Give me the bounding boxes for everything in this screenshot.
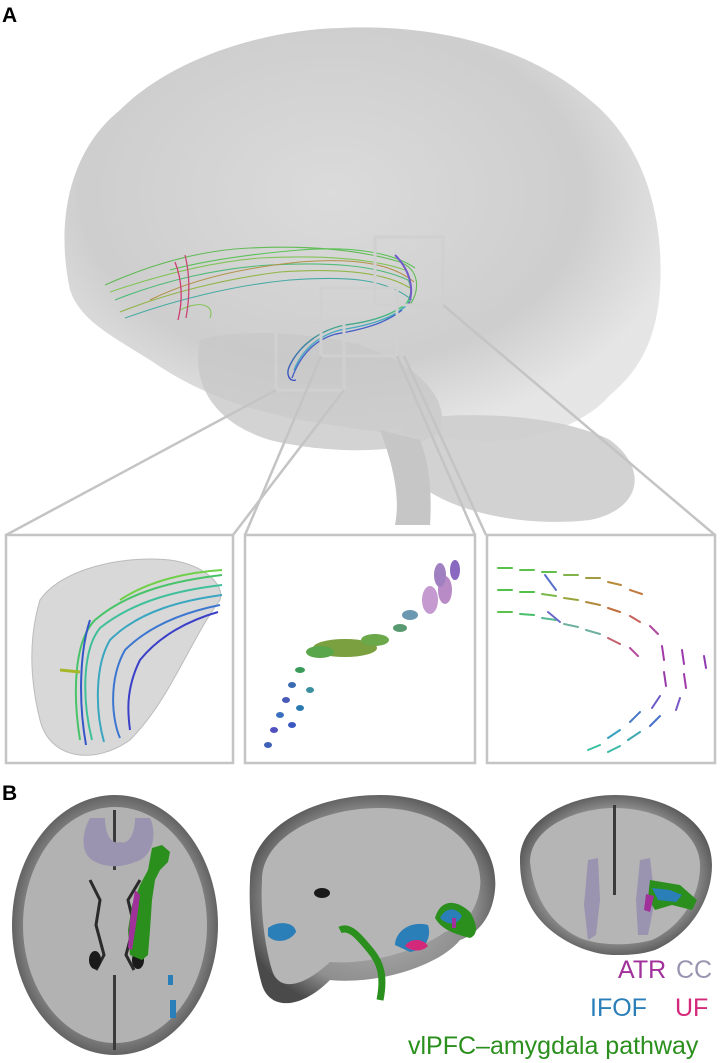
inset-middle [243,533,477,765]
ifof-region [170,1000,176,1018]
vector-glyphs [497,567,707,753]
mri-axial-slice [12,795,218,1055]
inset-right [485,533,717,765]
legend: ATR CC IFOF UF vlPFC–amygdala pathway [408,956,712,1060]
legend-atr: ATR [618,956,666,984]
ifof-region-cor [652,888,682,902]
brain-3d-render [64,27,661,525]
panel-a-label: A [2,4,17,27]
atr-region-cor [644,894,654,912]
legend-uf: UF [675,994,708,1022]
panel-b-label: B [2,782,17,805]
zoom-connectors [5,304,716,537]
ifof-region-sag [268,923,296,941]
tensor-glyphs [264,560,460,748]
vlpfc-tract-sag [338,925,386,1001]
legend-ifof: IFOF [590,994,647,1022]
mri-coronal-slice [520,795,712,955]
tract-bundle [104,246,418,382]
inset-left [4,533,235,765]
legend-vlpfc: vlPFC–amygdala pathway [408,1032,699,1060]
legend-cc: CC [676,956,712,984]
vlpfc-region [128,845,170,960]
mri-sagittal-slice [249,795,496,1004]
cc-region [83,818,154,867]
atr-region [128,890,140,950]
zoom-boxes [274,235,445,392]
uf-region-sag [405,940,428,951]
cc-region-cor [584,858,600,940]
